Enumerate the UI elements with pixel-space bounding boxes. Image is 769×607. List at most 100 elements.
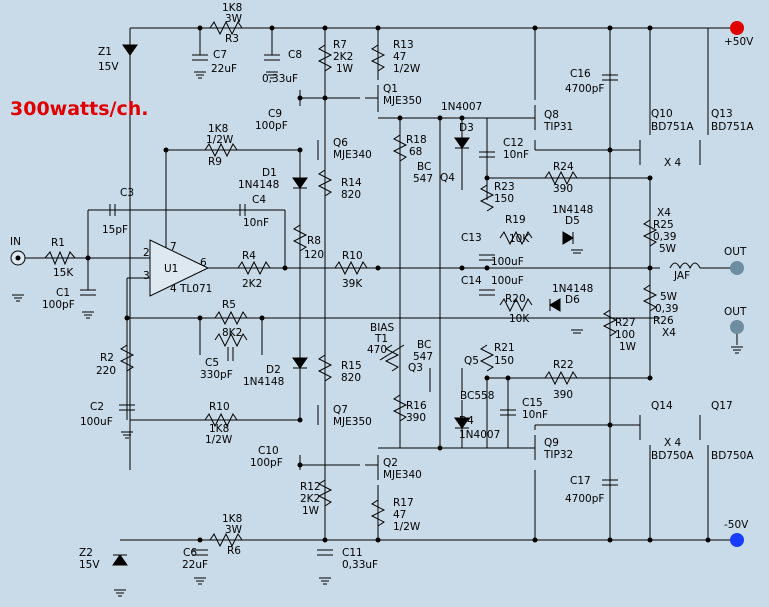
label-c10-v: 100pF [250, 457, 283, 469]
label-c9: C9 [268, 108, 282, 120]
label-q6-p: MJE340 [333, 149, 372, 161]
input-terminal-pin [15, 255, 21, 261]
label-d4: D4 [459, 415, 474, 427]
wiring [25, 27, 738, 541]
label-r25: R25 [653, 219, 674, 231]
label-x4-bot: X 4 [664, 437, 682, 449]
label-r3-name: 1K8 [222, 2, 242, 14]
label-c8: C8 [288, 49, 302, 61]
label-r19-v: 10K [509, 233, 530, 245]
label-q7: Q7 [333, 404, 348, 416]
label-q2: Q2 [383, 457, 398, 469]
label-r10-b-name: 1K8 [209, 423, 229, 435]
label-r24: R24 [553, 161, 574, 173]
label-r27: R27 [615, 317, 636, 329]
label-c1: C1 [56, 287, 70, 299]
label-c13: C13 [461, 232, 482, 244]
label-r7-v: 2K2 [333, 51, 353, 63]
negative-rail-terminal [730, 533, 744, 547]
r13-resistor [370, 44, 386, 72]
r10-resistor [334, 260, 368, 276]
label-q5: Q5 [464, 355, 479, 367]
label-rail-pos: +50V [724, 36, 754, 48]
label-r12-p: 1W [302, 505, 320, 517]
label-c8-v: 0,33uF [262, 73, 298, 85]
label-r9-name: 1K8 [208, 123, 228, 135]
label-pin4: 4 TL071 [170, 283, 212, 295]
ground-symbols [12, 71, 743, 597]
label-c3: C3 [120, 187, 134, 199]
label-in: IN [10, 236, 21, 248]
label-r21-v: 150 [494, 355, 514, 367]
label-r20: R20 [505, 293, 526, 305]
label-d6: 1N4148 [552, 283, 593, 295]
label-r22: R22 [553, 359, 574, 371]
r16-resistor [392, 394, 408, 422]
label-z1-v: 15V [98, 61, 119, 73]
label-c16: C16 [570, 68, 591, 80]
r23-resistor [479, 184, 495, 212]
label-c1-v: 100pF [42, 299, 75, 311]
r5b-resistor [214, 332, 248, 348]
label-r17-v: 47 [393, 509, 406, 521]
label-q6: Q6 [333, 137, 348, 149]
r1-resistor [44, 250, 76, 266]
label-c11: C11 [342, 547, 363, 559]
output-ground-terminal [730, 320, 744, 334]
label-bc547-bot: BC [417, 339, 431, 351]
r22-resistor [544, 370, 578, 386]
label-bc547-bot-p: 547 [413, 351, 433, 363]
label-bc547-top-p: 547 [413, 173, 433, 185]
label-r15-v: 820 [341, 372, 361, 384]
r2-resistor [119, 344, 135, 372]
label-r18-v: 68 [409, 146, 422, 158]
positive-rail-terminal [730, 21, 744, 35]
label-c3-v: 15pF [102, 224, 128, 236]
r4-resistor [237, 260, 271, 276]
label-x4-r25: X4 [657, 207, 671, 219]
label-r6-name: 1K8 [222, 513, 242, 525]
r8-resistor [292, 224, 308, 252]
label-r3-p: 3W [225, 13, 243, 25]
label-r8-v: 120 [304, 249, 324, 261]
label-r27-p: 1W [619, 341, 637, 353]
label-c7: C7 [213, 49, 227, 61]
label-c5: C5 [205, 357, 219, 369]
label-c2: C2 [90, 401, 104, 413]
label-q1: Q1 [383, 83, 398, 95]
t1-trimmer [384, 344, 400, 372]
label-r17: R17 [393, 497, 414, 509]
r19-resistor [499, 230, 533, 246]
label-r10-a: R10 [342, 250, 363, 262]
r26-resistor [642, 284, 658, 312]
label-r23: R23 [494, 181, 515, 193]
label-c17: C17 [570, 475, 591, 487]
label-r14: R14 [341, 177, 362, 189]
output-terminal [730, 261, 744, 275]
label-r22-v: 390 [553, 389, 573, 401]
label-q14: Q14 [651, 400, 673, 412]
label-c4-v: 10nF [243, 217, 269, 229]
label-r5-v: 8K2 [222, 327, 242, 339]
label-q13: Q13 [711, 108, 733, 120]
label-r23-v: 150 [494, 193, 514, 205]
label-c13-v: 100uF [491, 256, 524, 268]
label-c5-v: 330pF [200, 369, 233, 381]
label-c16-v: 4700pF [565, 83, 604, 95]
label-q8: Q8 [544, 109, 559, 121]
label-r1: R1 [51, 237, 65, 249]
label-r13-v: 47 [393, 51, 406, 63]
label-d1: D1 [262, 167, 277, 179]
opamp-u1 [149, 239, 210, 297]
r24-resistor [544, 170, 578, 186]
label-rail-neg: -50V [724, 519, 749, 531]
label-c14-v: 100uF [491, 275, 524, 287]
r25-resistor [642, 219, 658, 247]
label-q14-p: BD750A [651, 450, 694, 462]
label-d5-name: D5 [565, 215, 580, 227]
r5-resistor [214, 310, 248, 326]
junctions [85, 25, 711, 543]
label-r25-p: 5W [659, 243, 677, 255]
label-q2-p: MJE340 [383, 469, 422, 481]
label-t1-v: 470 [367, 344, 387, 356]
